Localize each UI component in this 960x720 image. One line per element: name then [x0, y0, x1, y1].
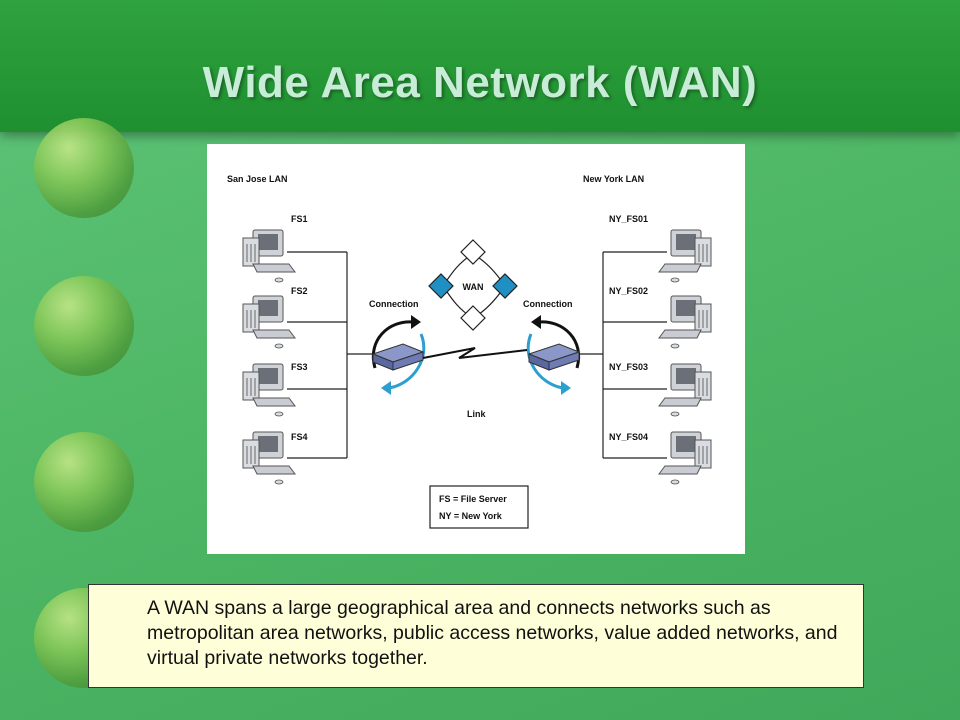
slide-title: Wide Area Network (WAN) [202, 58, 758, 107]
globe-decoration [34, 432, 134, 532]
header-band [0, 0, 960, 132]
computer-icon [242, 229, 296, 283]
server-label-ny-fs03: NY_FS03 [609, 362, 648, 372]
caption-text: A WAN spans a large geographical area an… [147, 597, 838, 669]
new-york-lan-label: New York LAN [583, 174, 644, 184]
router-icon [372, 343, 424, 371]
server-label-fs4: FS4 [291, 432, 308, 442]
server-label-fs1: FS1 [291, 214, 308, 224]
server-label-fs2: FS2 [291, 286, 308, 296]
computer-icon [242, 363, 296, 417]
server-label-ny-fs02: NY_FS02 [609, 286, 648, 296]
link-label: Link [467, 409, 486, 419]
router-icon [528, 343, 580, 371]
right-lan-bus [579, 251, 667, 459]
server-label-ny-fs01: NY_FS01 [609, 214, 648, 224]
computer-icon [658, 229, 712, 283]
left-connection-label: Connection [369, 299, 419, 309]
globe-decoration [34, 118, 134, 218]
legend-ny: NY = New York [439, 511, 503, 521]
server-label-ny-fs04: NY_FS04 [609, 432, 648, 442]
wan-diagram: San Jose LAN New York LAN FS1 FS2 FS3 [207, 144, 745, 554]
legend-fs: FS = File Server [439, 494, 507, 504]
wan-cloud: WAN [428, 239, 518, 331]
san-jose-lan-label: San Jose LAN [227, 174, 288, 184]
left-lan-bus [287, 251, 372, 459]
legend-box [429, 485, 529, 529]
wan-label: WAN [463, 282, 484, 292]
computer-icon [658, 363, 712, 417]
server-label-fs3: FS3 [291, 362, 308, 372]
caption-box: A WAN spans a large geographical area an… [88, 584, 864, 688]
link-line [422, 347, 528, 359]
globe-decoration [34, 276, 134, 376]
right-connection-label: Connection [523, 299, 573, 309]
